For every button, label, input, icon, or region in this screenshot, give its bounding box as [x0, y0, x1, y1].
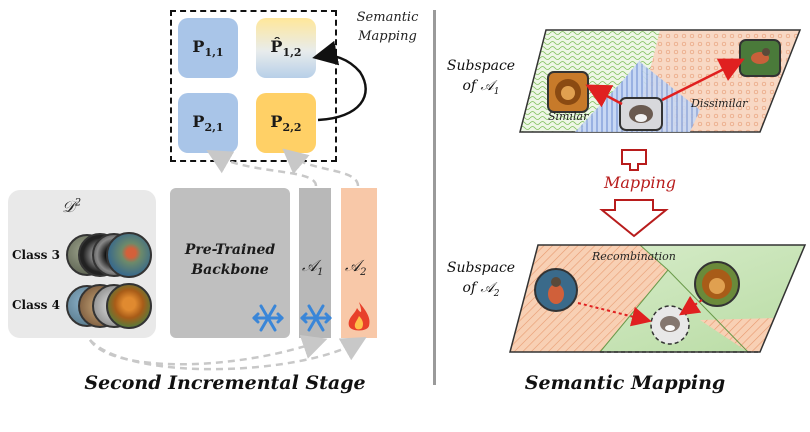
backbone-label-line2: Backbone: [191, 262, 269, 278]
adapter-a1-label: 𝒜1: [302, 256, 324, 278]
left-caption: Second Incremental Stage: [84, 372, 366, 394]
class-3-label: Class 3: [12, 248, 60, 262]
subspace-a1-line1: Subspace: [446, 58, 516, 74]
lion-face-bottom: [709, 278, 725, 294]
class-3-image-4: [106, 232, 152, 278]
bird-head-top: [762, 48, 770, 56]
similar-arrow: [585, 84, 623, 108]
p11-base: P: [192, 36, 205, 56]
data-to-a2-arrow: [89, 337, 367, 371]
semantic-mapping-label: Semantic Mapping: [356, 10, 419, 44]
dissimilar-arrow: [661, 58, 745, 102]
lion-face-top: [561, 86, 575, 100]
backbone-label-line1: Pre-Trained: [184, 242, 276, 258]
snowflake-icon: [300, 304, 332, 332]
dataset-label-text: 𝒟: [62, 197, 75, 216]
fire-icon: [348, 302, 370, 331]
mapping-arrow-icon: [599, 149, 669, 238]
class-4-image-stack: [66, 283, 156, 329]
subspace-a2-sub: 2: [493, 288, 500, 299]
data-to-a1-arrow: [88, 335, 328, 366]
adapter-a1-sub: 1: [317, 267, 324, 279]
p12-sub: 1,2: [282, 46, 302, 60]
prototype-tile-p21: P2,1: [178, 93, 238, 153]
left-panel-graphics: [88, 40, 370, 371]
prototype-tile-p22: P2,2: [256, 93, 316, 153]
recombination-label: Recombination: [592, 250, 676, 263]
dataset-label-sup: 2: [74, 197, 82, 209]
subspace-a2-label: Subspace of 𝒜2: [436, 258, 526, 304]
similar-label: Similar: [548, 110, 589, 123]
p22-sub: 2,2: [282, 121, 302, 135]
adapter-a1-text: 𝒜: [302, 256, 318, 275]
subspace-a1-line2-text: of 𝒜: [462, 78, 494, 94]
p21-base: P: [192, 111, 205, 131]
adapter-a2-text: 𝒜: [345, 256, 361, 275]
p22-base: P: [270, 111, 283, 131]
prototype-tile-p12: P̂1,2: [256, 18, 316, 78]
class-4-image-4: [106, 283, 152, 329]
class-3-image-stack: [66, 232, 156, 278]
adapter-a2-sub: 2: [360, 267, 367, 279]
dissimilar-label: Dissimilar: [691, 97, 748, 110]
right-caption: Semantic Mapping: [524, 372, 726, 394]
subspace-a1-sub: 1: [493, 86, 500, 97]
subspace-a1-label: Subspace of 𝒜1: [436, 56, 526, 102]
a2-to-p22-arrow: [282, 148, 360, 187]
snowflake-icon: [252, 304, 284, 332]
mapping-label: Mapping: [603, 173, 677, 192]
prototype-group-box: [170, 10, 337, 162]
subspace-a2-line1: Subspace: [446, 260, 516, 276]
cat-muzzle-top: [635, 114, 647, 122]
p11-sub: 1,1: [204, 46, 224, 60]
panel-divider: [433, 10, 436, 385]
p21-sub: 2,1: [204, 121, 224, 135]
recombination-arrow-right: [679, 295, 703, 316]
subspace-a2-line2: of 𝒜2: [436, 278, 526, 304]
class-4-label: Class 4: [12, 298, 60, 312]
right-panel-graphics: [509, 29, 807, 353]
prototype-tile-p11: P1,1: [178, 18, 238, 78]
cat-muzzle-bottom: [665, 325, 675, 331]
adapter-a2-label: 𝒜2: [345, 256, 367, 278]
dataset-label: 𝒟2: [62, 197, 81, 217]
bird-head-bottom: [551, 277, 561, 287]
bird-body-bottom: [548, 284, 564, 304]
subspace-a1-line2: of 𝒜1: [436, 76, 526, 102]
semantic-mapping-arrow: [312, 40, 367, 122]
backbone-label: Pre-Trained Backbone: [170, 240, 290, 280]
a1-to-p21-arrow: [206, 150, 318, 187]
p12-base: P̂: [270, 36, 283, 56]
subspace-a2-line2-text: of 𝒜: [462, 280, 494, 296]
